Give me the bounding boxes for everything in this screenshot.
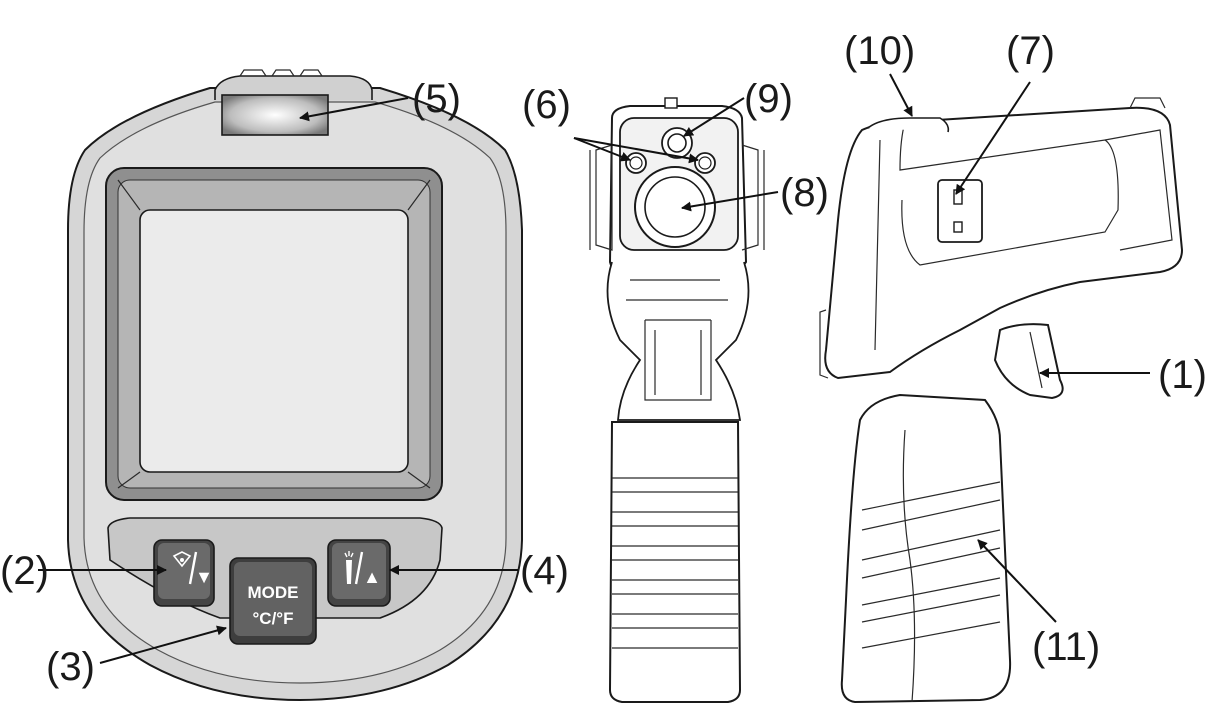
callout-8: (8): [780, 171, 829, 215]
callout-7: (7): [1006, 29, 1055, 73]
leader-3: [99, 625, 227, 664]
light-up-button[interactable]: ▲: [327, 539, 391, 607]
laser-icon: [172, 551, 192, 568]
leader-5: [299, 97, 409, 122]
callout-5: (5): [412, 77, 461, 121]
rear-view: [589, 97, 765, 703]
side-barrel: [824, 106, 1184, 380]
leader-6a: [573, 137, 631, 162]
up-arrow-icon: ▲: [363, 567, 381, 587]
side-grip-ribs: [861, 481, 1001, 649]
flashlight-icon: [346, 560, 352, 584]
mode-unit-button[interactable]: MODE °C/°F: [229, 557, 317, 645]
leader-lines: [38, 73, 1150, 664]
callout-2: (2): [0, 549, 49, 593]
leader-11: [977, 539, 1057, 623]
callout-11: (11): [1032, 625, 1100, 669]
top-nub: [214, 75, 373, 100]
leader-8: [681, 191, 779, 212]
mode-label: MODE: [248, 583, 299, 602]
leader-9: [683, 97, 745, 137]
down-arrow-icon: ▼: [195, 567, 213, 587]
side-view: [819, 97, 1184, 704]
callout-6: (6): [522, 83, 571, 127]
usb-port-cover: [937, 179, 983, 243]
laser-window: [221, 94, 329, 136]
side-top-bump: [867, 117, 950, 133]
callout-9: (9): [744, 77, 793, 121]
rear-handle: [608, 421, 742, 703]
callout-4: (4): [520, 549, 569, 593]
callout-10: (10): [844, 29, 915, 73]
callout-3: (3): [46, 645, 95, 689]
display-screen: [139, 209, 409, 473]
laser-down-button[interactable]: ▼: [153, 539, 215, 607]
grip-ribs: [612, 477, 738, 649]
side-handle: [840, 393, 1012, 704]
leader-10: [889, 73, 913, 117]
unit-label: °C/°F: [253, 609, 294, 628]
rear-neck: [606, 261, 750, 421]
leader-6b: [573, 137, 699, 164]
callout-1: (1): [1158, 353, 1207, 397]
trigger[interactable]: [993, 323, 1064, 400]
callout-labels: (1) (2) (3) (4) (5) (6) (7) (8) (9) (10)…: [0, 29, 1207, 689]
leader-7: [955, 81, 1031, 195]
front-view: ▼ MODE °C/°F ▲: [67, 69, 523, 702]
